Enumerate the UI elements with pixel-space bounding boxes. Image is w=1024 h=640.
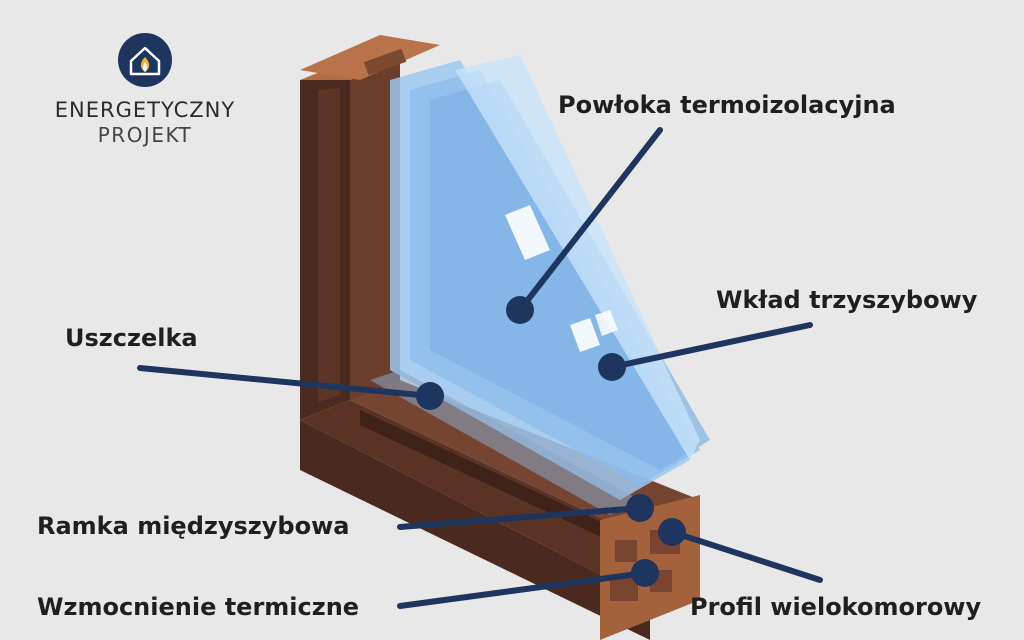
label-spacer: Ramka międzyszybowa xyxy=(37,512,350,540)
spacer-pointer-dot xyxy=(626,494,654,522)
spacer-pointer-line xyxy=(397,505,643,530)
label-glazing: Wkład trzyszybowy xyxy=(716,286,978,314)
coating-pointer-dot xyxy=(506,296,534,324)
pointer-lines xyxy=(137,127,823,609)
profile-pointer-dot xyxy=(658,518,686,546)
label-reinforcement: Wzmocnienie termiczne xyxy=(37,593,360,621)
pointer-dots xyxy=(416,296,686,587)
glazing-pointer-line xyxy=(609,322,813,370)
coating-pointer-line xyxy=(517,127,663,313)
profile-pointer-line xyxy=(669,529,823,583)
seal-pointer-dot xyxy=(416,382,444,410)
label-coating: Powłoka termoizolacyjna xyxy=(558,91,896,119)
glazing-pointer-dot xyxy=(598,353,626,381)
frame-vertical xyxy=(300,35,440,420)
brand-logo: ENERGETYCZNY PROJEKT xyxy=(40,32,250,148)
reinforcement-pointer-dot xyxy=(631,559,659,587)
brand-name-line2: PROJEKT xyxy=(97,123,193,147)
brand-name-line1: ENERGETYCZNY xyxy=(54,98,236,122)
seal-pointer-line xyxy=(137,365,433,399)
label-seal: Uszczelka xyxy=(65,324,198,352)
reinforcement-pointer-line xyxy=(397,570,648,609)
label-profile: Profil wielokomorowy xyxy=(690,593,982,621)
house-flame-icon xyxy=(118,33,172,87)
